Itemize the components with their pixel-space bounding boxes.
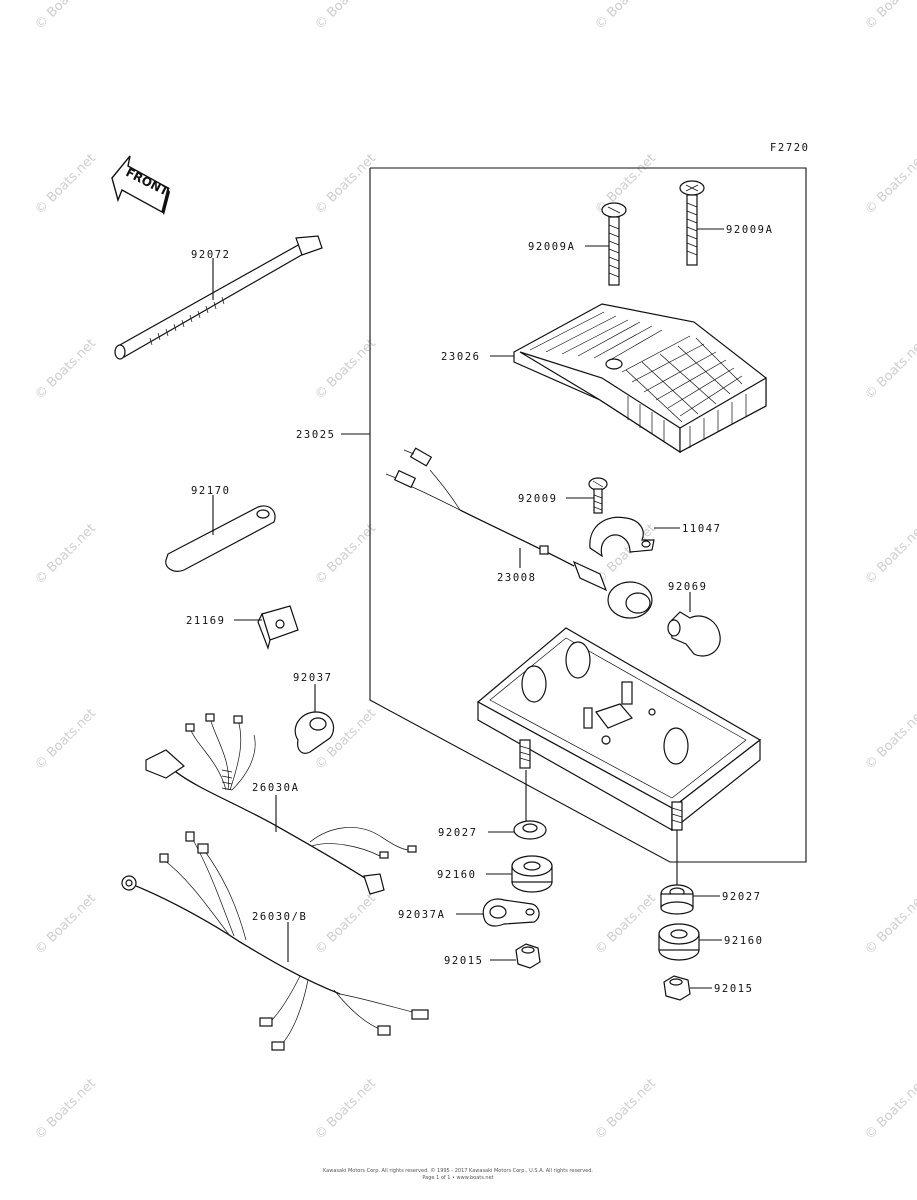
label-92027-right: 92027 <box>722 891 762 903</box>
watermark: © Boats.net <box>312 521 379 588</box>
grommet-92160-right: 92160 <box>658 923 764 961</box>
label-23026: 23026 <box>441 351 481 363</box>
watermark: © Boats.net <box>312 0 379 33</box>
nut-92015-right: 92015 <box>663 975 754 1001</box>
footer-line-1: Kawasaki Motors Corp. All rights reserve… <box>323 1167 593 1174</box>
watermark: © Boats.net <box>862 0 917 33</box>
screw-92009A-left: 92009A <box>528 202 627 286</box>
watermark: © Boats.net <box>592 1076 659 1143</box>
label-92037: 92037 <box>293 672 333 684</box>
screw-92009: 92009 <box>518 477 608 514</box>
label-92170: 92170 <box>191 485 231 497</box>
bulb-92069: 92069 <box>667 581 721 657</box>
socket-harness-23008: 23008 <box>385 447 653 619</box>
strap-92170: 92170 <box>165 485 276 572</box>
watermark: © Boats.net <box>32 0 99 33</box>
wire-harness-26030A: 26030A <box>145 713 417 895</box>
label-92160-left: 92160 <box>437 869 477 881</box>
watermark: © Boats.net <box>312 336 379 403</box>
label-26030A: 26030A <box>252 782 300 794</box>
watermark: © Boats.net <box>862 521 917 588</box>
label-23025: 23025 <box>296 429 336 441</box>
watermark: © Boats.net <box>312 891 379 958</box>
label-92037A: 92037A <box>398 909 446 921</box>
assembly-label: 23025 <box>296 429 370 441</box>
wire-harness-26030B: 26030/B <box>121 831 429 1051</box>
label-21169: 21169 <box>186 615 226 627</box>
watermark: © Boats.net <box>312 1076 379 1143</box>
grommet-92027-right: 92027 <box>660 830 762 915</box>
clip-nut-21169: 21169 <box>186 605 299 650</box>
clamp-92037A: 92037A <box>398 898 540 927</box>
label-92015-left: 92015 <box>444 955 484 967</box>
nut-92015-left: 92015 <box>444 943 541 969</box>
watermark: © Boats.net <box>32 521 99 588</box>
label-92009A-left: 92009A <box>528 241 576 253</box>
watermark: © Boats.net <box>592 891 659 958</box>
watermark: © Boats.net <box>862 1076 917 1143</box>
label-92027-left: 92027 <box>438 827 478 839</box>
footer: Kawasaki Motors Corp. All rights reserve… <box>323 1167 593 1181</box>
watermark: © Boats.net <box>32 1076 99 1143</box>
label-92160-right: 92160 <box>724 935 764 947</box>
figure-code: F2720 <box>770 142 810 154</box>
label-92069: 92069 <box>668 581 708 593</box>
watermark: © Boats.net <box>592 0 659 33</box>
label-92009A-right: 92009A <box>726 224 774 236</box>
footer-line-2: Page 1 of 1 • www.boats.net <box>422 1175 493 1181</box>
label-92072: 92072 <box>191 249 231 261</box>
grommet-92027-left: 92027 <box>438 770 547 840</box>
screw-92009A-right: 92009A <box>679 180 774 266</box>
clamp-92037: 92037 <box>293 672 335 754</box>
watermark: © Boats.net <box>32 151 99 218</box>
watermark: © Boats.net <box>862 151 917 218</box>
front-arrow-icon: FRONT <box>111 155 171 215</box>
label-23008: 23008 <box>497 572 537 584</box>
clamp-11047: 11047 <box>589 516 722 558</box>
cable-tie-92072: 92072 <box>114 235 323 360</box>
watermark: © Boats.net <box>32 891 99 958</box>
label-11047: 11047 <box>682 523 722 535</box>
watermarks: © Boats.net © Boats.net © Boats.net © Bo… <box>32 0 917 1143</box>
watermark: © Boats.net <box>312 151 379 218</box>
assembly-bracket-23025 <box>369 167 807 863</box>
label-92009: 92009 <box>518 493 558 505</box>
watermark: © Boats.net <box>862 336 917 403</box>
label-92015-right: 92015 <box>714 983 754 995</box>
watermark: © Boats.net <box>862 706 917 773</box>
watermark: © Boats.net <box>862 891 917 958</box>
watermark: © Boats.net <box>32 336 99 403</box>
lens-cover-23026: 23026 <box>441 303 767 454</box>
lamp-housing <box>476 627 762 832</box>
label-26030B: 26030/B <box>252 911 307 923</box>
watermark: © Boats.net <box>32 706 99 773</box>
grommet-92160-left: 92160 <box>437 855 553 893</box>
